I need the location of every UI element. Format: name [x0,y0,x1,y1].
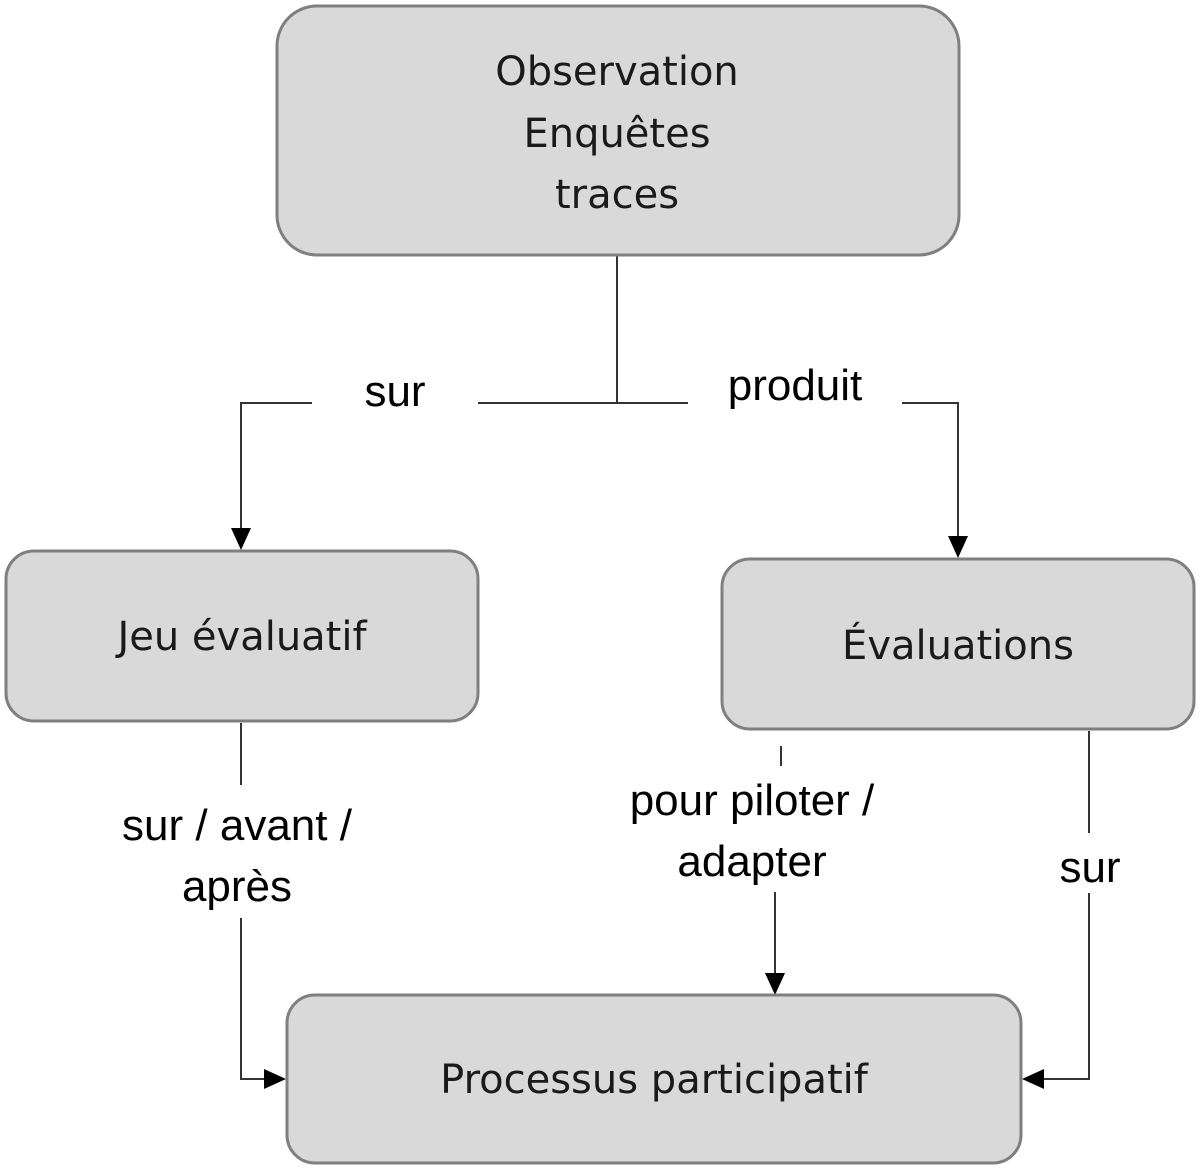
arrowheads [231,528,1044,1089]
edge-label-sur-avant-apres-line-2: après [182,862,292,911]
connector-produit-right [902,402,959,536]
edge-label-sur-top: sur [364,367,425,416]
connectors [240,256,1090,1080]
edge-label-sur-avant-apres-line-1: sur / avant / [122,801,353,850]
connector-sur-right-bottom [1042,893,1090,1080]
edge-labels: sur produit sur / avant / après pour pil… [122,361,1121,911]
node-sources-line-2: Enquêtes [523,111,710,157]
node-jeu-evaluatif-label: Jeu évaluatif [114,614,367,660]
node-evaluations: Évaluations [720,557,1196,731]
node-sources-line-3: traces [555,172,679,218]
edge-label-piloter-line-2: adapter [677,837,826,886]
connector-sur-left [240,402,312,528]
node-processus-participatif-label: Processus participatif [440,1057,869,1103]
node-evaluations-label: Évaluations [842,621,1074,669]
connector-jeu-bottom [240,918,266,1080]
arrowhead-sur-to-processus [1022,1069,1044,1089]
node-jeu-evaluatif: Jeu évaluatif [4,549,480,723]
node-jeu-evaluatif-box [4,549,480,723]
node-processus-participatif: Processus participatif [285,993,1023,1165]
edge-label-piloter-line-1: pour piloter / [630,776,875,825]
arrowhead-to-evaluations [948,536,968,558]
arrowhead-piloter-to-processus [765,973,785,995]
node-sources: Observation Enquêtes traces [275,4,961,257]
node-processus-participatif-box [285,993,1023,1165]
arrowhead-jeu-to-processus [264,1069,286,1089]
edge-label-produit: produit [728,361,863,410]
edge-label-sur-right: sur [1059,843,1120,892]
arrowhead-to-jeu [231,528,251,550]
node-evaluations-box [720,557,1196,731]
node-sources-line-1: Observation [495,49,739,95]
node-sources-box [275,4,961,257]
